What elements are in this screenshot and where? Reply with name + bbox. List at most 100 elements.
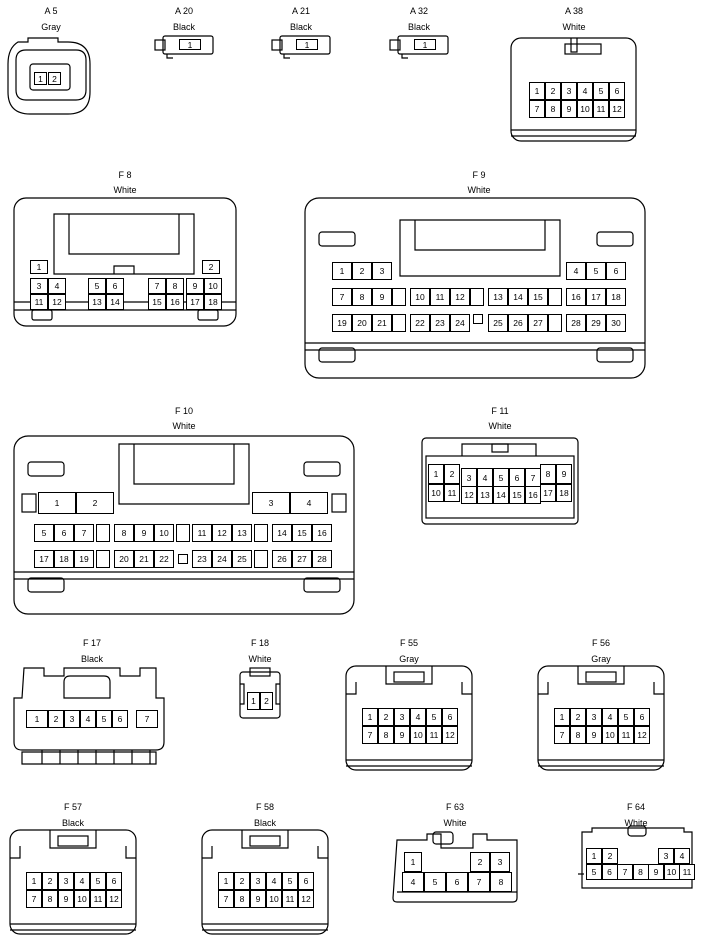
pin-cell: 12 (461, 486, 477, 504)
pin-cell: 11 (426, 726, 442, 744)
pin-cell: 3 (586, 708, 602, 726)
pin-cell: 2 (260, 692, 273, 710)
connector-id: F 10 (174, 406, 194, 416)
pin-cell: 18 (606, 288, 626, 306)
pin-cell: 4 (674, 848, 690, 864)
pin-cell: 7 (617, 864, 633, 880)
pin-cell: 8 (490, 872, 512, 892)
pin-cell: 9 (186, 278, 204, 294)
connector-id: F 11 (491, 406, 509, 416)
empty-cavity (392, 288, 406, 306)
pin-cell: 11 (30, 294, 48, 310)
pin-cell: 1 (26, 872, 42, 890)
pin-cell: 9 (250, 890, 266, 908)
pin-cell: 2 (570, 708, 586, 726)
pin-cell: 11 (90, 890, 106, 908)
connector-id: A 21 (291, 6, 311, 16)
pin-cell: 4 (402, 872, 424, 892)
connector-id: F 17 (82, 638, 102, 648)
connector-color: White (113, 185, 137, 195)
pin-cell: 26 (272, 550, 292, 568)
connector-body (201, 829, 329, 935)
connector-id: F 63 (445, 802, 465, 812)
pin-cell: 3 (252, 492, 290, 514)
pin-cell: 10 (204, 278, 222, 294)
pin-cell: 6 (446, 872, 468, 892)
pin-cell: 7 (136, 710, 158, 728)
pin-cell: 10 (410, 288, 430, 306)
connector-body (392, 831, 518, 903)
connector-color: White (488, 421, 512, 431)
empty-cavity (392, 314, 406, 332)
pin-cell: 11 (618, 726, 634, 744)
pin-cell: 9 (561, 100, 577, 118)
pin-cell: 13 (477, 486, 493, 504)
empty-cavity (96, 524, 110, 542)
pin-cell: 19 (74, 550, 94, 568)
pin-cell: 8 (234, 890, 250, 908)
pin-cell: 13 (88, 294, 106, 310)
pin-cell: 9 (394, 726, 410, 744)
pin-cell: 23 (430, 314, 450, 332)
pin-cell: 6 (634, 708, 650, 726)
pin-cell: 5 (90, 872, 106, 890)
connector-body (304, 197, 646, 379)
pin-cell: 5 (96, 710, 112, 728)
empty-cavity (176, 524, 190, 542)
pin-cell: 15 (509, 486, 525, 504)
pin-cell: 7 (74, 524, 94, 542)
pin-cell: 27 (292, 550, 312, 568)
pin-cell: 11 (192, 524, 212, 542)
pin-cell: 10 (428, 484, 444, 502)
connector-id: A 20 (174, 6, 194, 16)
pin-cell: 13 (232, 524, 252, 542)
pin-cell: 12 (442, 726, 458, 744)
pin-cell: 21 (134, 550, 154, 568)
connector-color: White (443, 818, 467, 828)
pin-cell: 5 (282, 872, 298, 890)
pin-cell: 9 (556, 464, 572, 484)
pin-cell: 1 (296, 39, 318, 50)
pin-cell: 4 (266, 872, 282, 890)
pin-cell: 7 (218, 890, 234, 908)
connector-body (154, 35, 214, 59)
pin-cell: 27 (528, 314, 548, 332)
pin-cell: 11 (282, 890, 298, 908)
pin-cell: 9 (58, 890, 74, 908)
pin-cell: 3 (372, 262, 392, 280)
pin-cell: 2 (48, 72, 61, 85)
connector-id: A 32 (409, 6, 429, 16)
connector-color: Black (289, 22, 313, 32)
pin-cell: 25 (232, 550, 252, 568)
pin-cell: 29 (586, 314, 606, 332)
pin-cell: 4 (48, 278, 66, 294)
pin-cell: 1 (38, 492, 76, 514)
connector-color: Black (253, 818, 277, 828)
pin-cell: 5 (88, 278, 106, 294)
pin-cell: 12 (609, 100, 625, 118)
pin-cell: 18 (204, 294, 222, 310)
pin-cell: 4 (74, 872, 90, 890)
pin-cell: 3 (394, 708, 410, 726)
pin-cell: 5 (493, 468, 509, 488)
pin-cell: 22 (410, 314, 430, 332)
pin-cell: 1 (404, 852, 422, 872)
pin-cell: 17 (540, 484, 556, 502)
pin-cell: 1 (529, 82, 545, 100)
pin-cell: 1 (554, 708, 570, 726)
connector-body (13, 667, 165, 765)
connector-id: F 9 (472, 170, 486, 180)
pin-cell: 5 (586, 262, 606, 280)
pin-cell: 1 (26, 710, 48, 728)
pin-cell: 6 (442, 708, 458, 726)
connector-id: F 55 (399, 638, 419, 648)
pin-cell: 2 (470, 852, 490, 872)
connector-color: Gray (591, 654, 611, 664)
pin-cell: 7 (529, 100, 545, 118)
pin-cell: 9 (372, 288, 392, 306)
pin-cell: 1 (414, 39, 436, 50)
pin-cell: 11 (430, 288, 450, 306)
pin-cell: 7 (332, 288, 352, 306)
pin-cell: 8 (42, 890, 58, 908)
pin-cell: 2 (545, 82, 561, 100)
